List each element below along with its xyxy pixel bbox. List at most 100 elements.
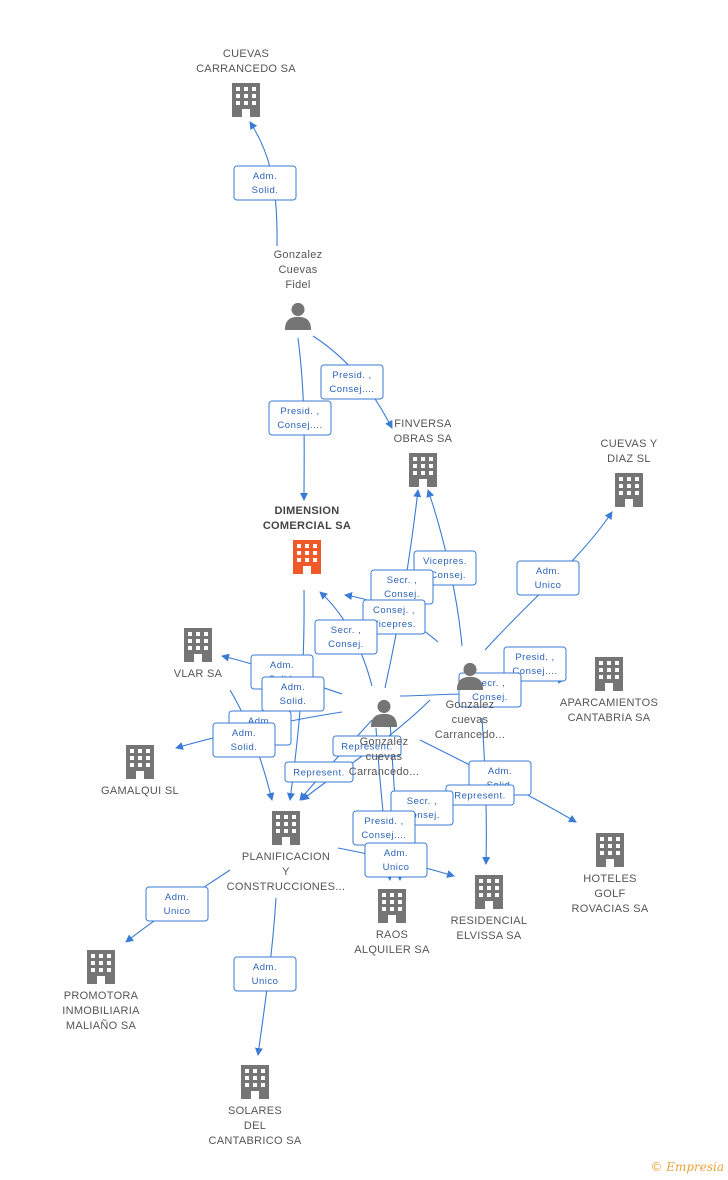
edge-label-text: Adm.	[165, 892, 189, 903]
node-promotora[interactable]: PROMOTORA INMOBILIARIA MALIAÑO SA	[62, 950, 140, 1032]
edge-label-e5[interactable]: Secr. ,Consej.	[370, 569, 434, 605]
building-icon	[409, 453, 437, 487]
node-label-line: MALIAÑO SA	[66, 1019, 137, 1032]
node-label-line: CARRANCEDO SA	[196, 63, 296, 75]
node-gonzalez-cuevas-a[interactable]: Gonzalez cuevasCarrancedo...	[349, 699, 420, 778]
node-label-line: Gonzalez	[360, 736, 409, 748]
edge-label-text: Consej.	[472, 692, 508, 703]
node-label-line: Gonzalez	[274, 249, 323, 261]
edge-label-e20[interactable]: Presid. , Consej....	[352, 810, 416, 846]
edge-label-e23[interactable]: Adm.Unico	[233, 956, 297, 992]
person-icon	[370, 699, 398, 727]
edge-label-text: Consej. ,	[373, 605, 415, 616]
node-cuevas-carrancedo[interactable]: CUEVAS CARRANCEDO SA	[196, 48, 296, 117]
node-label-line: ELVISSA SA	[456, 930, 522, 942]
edge-label-text: Presid. ,	[515, 652, 554, 663]
edge-label-e22[interactable]: Adm. Unico	[145, 886, 209, 922]
edge-label-box	[503, 646, 567, 682]
edge-label-text: Solid.	[252, 185, 279, 196]
node-label-line: Carrancedo...	[349, 766, 420, 778]
edge-label-box	[261, 676, 325, 712]
node-label-line: VLAR SA	[174, 668, 223, 680]
node-gonzalez-cuevas-b[interactable]: GonzalezcuevasCarrancedo...	[435, 662, 506, 741]
edge	[299, 719, 373, 801]
edge-label-text: Adm.	[488, 766, 512, 777]
edge-label-e3[interactable]: Presid. ,Consej....	[268, 400, 332, 436]
edge-label-text: Represent.	[293, 768, 344, 779]
copyright-symbol: ©	[650, 1160, 663, 1174]
edge-label-box	[268, 400, 332, 436]
edge-label-text: Presid. ,	[364, 816, 403, 827]
edge-label-text: Secr. ,	[407, 796, 437, 807]
node-label-line: DIAZ SL	[607, 453, 651, 465]
edge-label-e2[interactable]: Presid. ,Consej....	[320, 364, 384, 400]
node-label-line: cuevas	[366, 751, 403, 763]
edge-label-text: Adm.	[253, 171, 277, 182]
node-vlar[interactable]: VLAR SA	[174, 628, 223, 680]
edge-label-text: Secr. ,	[331, 625, 361, 636]
edge-label-e14[interactable]: Adm.Solid.	[212, 722, 276, 758]
edge-label-box	[362, 599, 426, 635]
node-label-line: DIMENSION	[274, 505, 339, 517]
edge-label-text: Consej.	[384, 589, 420, 600]
node-label-line: PROMOTORA	[64, 990, 139, 1002]
edge-label-box	[145, 886, 209, 922]
edge-label-text: Solid.	[280, 696, 307, 707]
node-label-line: FINVERSA	[394, 418, 452, 430]
node-gamalqui[interactable]: GAMALQUI SL	[101, 745, 179, 797]
edge-label-e1[interactable]: Adm. Solid.	[233, 165, 297, 201]
node-label-line: GOLF	[594, 888, 625, 900]
node-label-line: PLANIFICACION	[242, 851, 330, 863]
edge-label-text: Vicepres.	[423, 556, 467, 567]
node-planificacion[interactable]: PLANIFICACIONYCONSTRUCCIONES...	[227, 811, 346, 893]
edge-label-e12[interactable]: Adm. Solid.	[261, 676, 325, 712]
edge-label-e7[interactable]: Secr. ,Consej.	[314, 619, 378, 655]
building-icon	[232, 83, 260, 117]
node-label-line: CUEVAS	[223, 48, 269, 60]
edge-label-text: Unico	[535, 580, 562, 591]
edge-label-e18[interactable]: Represent.	[445, 784, 515, 806]
edge-label-text: Represent.	[341, 742, 392, 753]
node-label-line: Carrancedo...	[435, 729, 506, 741]
empresia-logo[interactable]: © Empresia	[650, 1160, 724, 1174]
edge-labels: Adm. Solid. Presid. , Consej.... Presid. , Co…	[145, 165, 580, 992]
edge-label-e21[interactable]: Adm.Unico	[364, 842, 428, 878]
edge-label-box	[284, 761, 354, 783]
node-label-line: INMOBILIARIA	[62, 1005, 140, 1017]
edge-label-text: Consej....	[277, 420, 322, 431]
node-label-line: Cuevas	[278, 264, 317, 276]
building-icon	[475, 875, 503, 909]
person-icon	[284, 302, 312, 330]
node-label-line: DEL	[244, 1120, 266, 1132]
node-label-line: SOLARES	[228, 1105, 282, 1117]
edge-label-e16[interactable]: Represent.	[284, 761, 354, 783]
node-label-line: APARCAMIENTOS	[560, 697, 658, 709]
edge-label-box	[233, 165, 297, 201]
edge-label-e15[interactable]: Represent.	[332, 735, 402, 757]
edge-label-text: Secr. ,	[475, 678, 505, 689]
edge-label-e9[interactable]: Presid. ,Consej....	[503, 646, 567, 682]
node-label-line: cuevas	[452, 714, 489, 726]
edge-label-text: Presid. ,	[332, 370, 371, 381]
building-icon	[241, 1065, 269, 1099]
edge-label-text: Unico	[164, 906, 191, 917]
edge-label-text: Adm.	[281, 682, 305, 693]
edge-label-box	[314, 619, 378, 655]
edge-label-text: Consej....	[361, 830, 406, 841]
edge-label-text: Adm.	[384, 848, 408, 859]
edge-label-box	[332, 735, 402, 757]
edge-label-e8[interactable]: Adm.Unico	[516, 560, 580, 596]
edge-label-box	[320, 364, 384, 400]
edge-label-e6[interactable]: Consej. ,Vicepres.	[362, 599, 426, 635]
building-icon	[293, 540, 321, 574]
